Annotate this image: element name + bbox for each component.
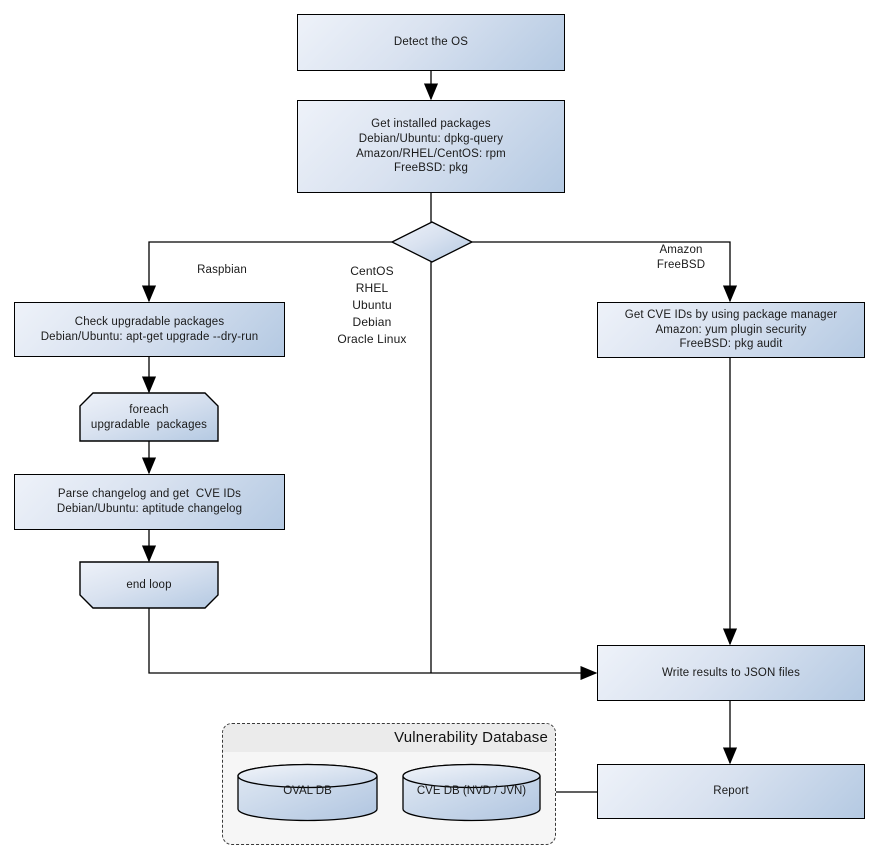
node-line: Write results to JSON files — [661, 666, 801, 679]
write-results-node: Write results to JSON files — [597, 645, 865, 701]
node-line: end loop — [126, 578, 172, 591]
node-line: Get CVE IDs by using package manager — [624, 308, 838, 321]
connector-endloop-to-writeresults — [148, 608, 598, 681]
node-line: Amazon: yum plugin security — [655, 323, 807, 336]
branch-label-line: Debian — [352, 315, 392, 329]
end-loop-shape — [79, 561, 219, 609]
get-installed-packages-node: Get installed packages Debian/Ubuntu: dp… — [297, 100, 565, 193]
branch-label-amazon-freebsd-group: Amazon FreeBSD — [621, 243, 741, 273]
check-upgradable-packages-node: Check upgradable packages Debian/Ubuntu:… — [14, 302, 285, 357]
get-cve-ids-node: Get CVE IDs by using package manager Ama… — [597, 302, 865, 358]
os-decision-diamond — [390, 221, 474, 263]
vulnerability-database-title: Vulnerability Database — [223, 724, 555, 752]
parse-changelog-node: Parse changelog and get CVE IDs Debian/U… — [14, 474, 285, 530]
node-line: Parse changelog and get CVE IDs — [57, 488, 242, 501]
node-line: Check upgradable packages — [74, 315, 225, 328]
node-line: foreach — [129, 403, 169, 416]
node-line: Debian/Ubuntu: aptitude changelog — [56, 503, 243, 515]
branch-label-line: Oracle Linux — [337, 332, 407, 346]
cve-db-cylinder — [402, 763, 541, 822]
report-node: Report — [597, 764, 865, 819]
branch-label-line: FreeBSD — [656, 259, 706, 271]
node-line: FreeBSD: pkg audit — [679, 338, 783, 351]
branch-label-line: Amazon — [659, 244, 703, 256]
detect-os-label: Detect the OS — [393, 36, 469, 49]
oval-db-label: OVAL DB — [283, 785, 332, 797]
foreach-loop-shape — [79, 392, 219, 442]
detect-os-node: Detect the OS — [297, 14, 565, 71]
branch-label-line: CentOS — [350, 264, 394, 278]
connector-decision-to-checkupgradable — [141, 241, 392, 303]
branch-label-line: RHEL — [355, 281, 389, 295]
cve-db-label: CVE DB (NVD / JVN) — [416, 785, 527, 797]
node-line: Debian/Ubuntu: apt-get upgrade --dry-run — [40, 330, 259, 343]
end-loop-label: end loop — [80, 562, 218, 608]
node-line: Amazon/RHEL/CentOS: rpm — [356, 147, 506, 160]
branch-label-raspbian: Raspbian — [197, 264, 247, 276]
branch-label-rpm-deb-group: CentOS RHEL Ubuntu Debian Oracle Linux — [312, 263, 432, 348]
oval-db-cylinder — [237, 763, 378, 822]
node-line: Report — [713, 785, 749, 798]
foreach-loop-label: foreach upgradable packages — [80, 394, 218, 441]
node-line: Debian/Ubuntu: dpkg-query — [358, 132, 504, 145]
connector-decision-to-getcveids — [472, 241, 738, 303]
node-line: Get installed packages — [371, 117, 491, 130]
node-line: upgradable packages — [90, 418, 208, 431]
branch-label-line: Ubuntu — [352, 298, 392, 312]
node-line: FreeBSD: pkg — [393, 162, 469, 175]
